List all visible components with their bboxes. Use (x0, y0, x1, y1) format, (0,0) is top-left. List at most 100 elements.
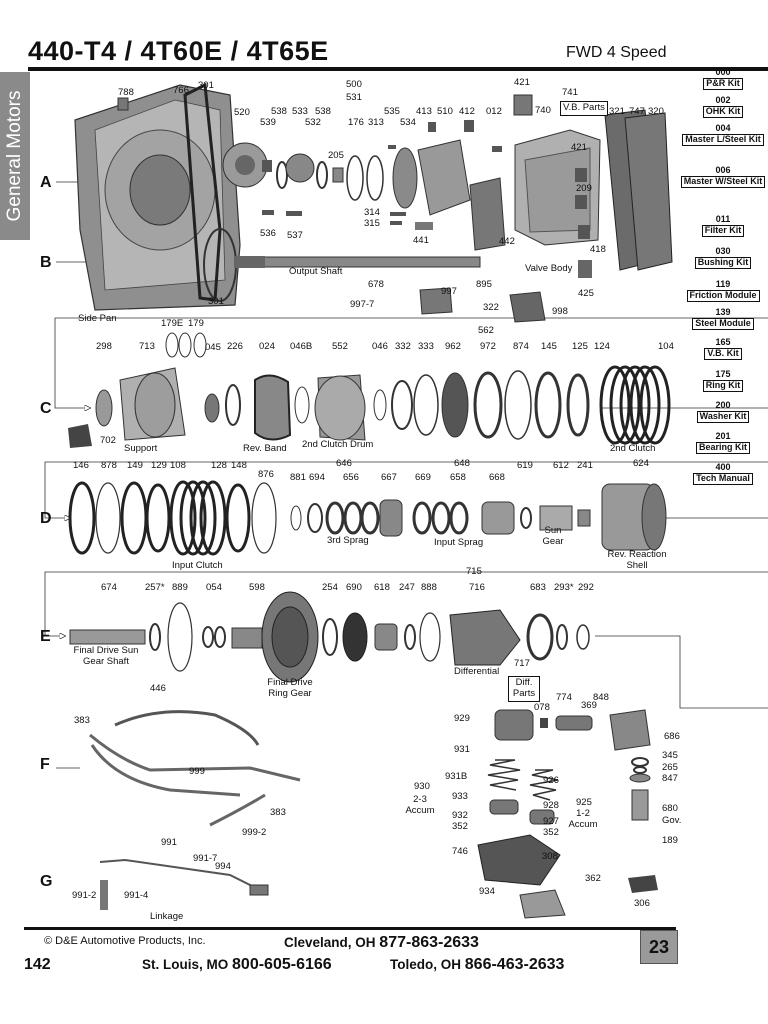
callout-598: 598 (249, 582, 265, 593)
callout-747: 747 (629, 106, 645, 117)
callout-333: 333 (418, 341, 434, 352)
callout-322: 322 (483, 302, 499, 313)
kit-code: 002 (715, 95, 731, 105)
callout-715: 715 (466, 566, 482, 577)
callout-539: 539 (260, 117, 276, 128)
kit-label: Washer Kit (696, 410, 750, 423)
side-tab: General Motors (0, 72, 30, 240)
callout-678: 678 (368, 279, 384, 290)
final-sun-shaft-674 (69, 629, 146, 645)
callout-766: 766 (173, 85, 189, 96)
callout-306: 306 (634, 898, 650, 909)
sprocket-534 (392, 147, 418, 209)
callout-442: 442 (499, 236, 515, 247)
callout-881: 881 (290, 472, 306, 483)
callout-301b: 301 (208, 296, 224, 307)
bracket-306 (628, 875, 658, 893)
toledo-phone: 866-463-2633 (464, 956, 565, 973)
kit-code: 004 (715, 123, 731, 133)
differential-caption: Differential (454, 666, 500, 677)
page-box: 23 (640, 930, 678, 964)
output-shaft-caption: Output Shaft (289, 266, 343, 277)
callout-740: 740 (535, 105, 551, 116)
callout-418: 418 (590, 244, 606, 255)
row-e-parts (69, 591, 590, 683)
callout-889: 889 (172, 582, 188, 593)
side-pan-caption: Side Pan (78, 313, 117, 324)
callout-332: 332 (395, 341, 411, 352)
callout-129: 129 (151, 460, 167, 471)
kit-code: 030 (715, 246, 731, 256)
callout-930: 930 (414, 781, 430, 792)
row-g-parts (99, 858, 269, 910)
callout-241: 241 (577, 460, 593, 471)
callout-874: 874 (513, 341, 529, 352)
row-d-parts (68, 480, 667, 556)
callout-510: 510 (437, 106, 453, 117)
callout-298: 298 (96, 341, 112, 352)
callout-646: 646 (336, 458, 352, 469)
callout-176: 176 (348, 117, 364, 128)
row-letter-d: D (40, 510, 52, 527)
callout-788: 788 (118, 87, 134, 98)
callout-320: 320 (648, 106, 664, 117)
callout-205: 205 (328, 150, 344, 161)
callout-667: 667 (381, 472, 397, 483)
clutch2-caption: 2nd Clutch (610, 443, 656, 454)
callout-999-2: 999-2 (242, 827, 267, 838)
footer-rule (24, 927, 676, 930)
governor-686 (609, 709, 651, 751)
rotor-533 (285, 153, 315, 183)
kit-label: Filter Kit (701, 224, 745, 237)
clutch2-drum-caption: 2nd Clutch Drum (302, 439, 374, 450)
callout-179E: 179E (161, 318, 184, 329)
callout-658: 658 (450, 472, 466, 483)
rev-band-024 (254, 374, 292, 441)
callout-934: 934 (479, 886, 495, 897)
kit-label: Tech Manual (693, 472, 753, 485)
callout-998: 998 (552, 306, 568, 317)
callout-888: 888 (421, 582, 437, 593)
callout-562: 562 (478, 325, 494, 336)
kit-label: Master L/Steel Kit (682, 133, 764, 146)
row-f-parts (89, 709, 658, 919)
cleveland-phone: 877-863-2633 (379, 934, 479, 951)
flow-lines (44, 181, 768, 769)
page-subtitle: FWD 4 Speed (566, 44, 667, 61)
output-shaft (234, 256, 481, 268)
callout-247: 247 (399, 582, 415, 593)
cover-934 (477, 834, 561, 886)
callout-531: 531 (346, 92, 362, 103)
callout-716: 716 (469, 582, 485, 593)
callout-024: 024 (259, 341, 275, 352)
callout-926: 926 (543, 775, 559, 786)
callout-536: 536 (260, 228, 276, 239)
kit-label: Master W/Steel Kit (680, 175, 766, 188)
callout-532: 532 (305, 117, 321, 128)
kit-label: V.B. Kit (704, 347, 742, 360)
callout-254: 254 (322, 582, 338, 593)
callout-179: 179 (188, 318, 204, 329)
row-letter-a: A (40, 174, 52, 191)
callout-124: 124 (594, 341, 610, 352)
callout-383a: 383 (74, 715, 90, 726)
kit-code: 011 (715, 214, 731, 224)
callout-369: 369 (581, 700, 597, 711)
callout-876: 876 (258, 469, 274, 480)
callout-933: 933 (452, 791, 468, 802)
valve-housing-510 (417, 139, 471, 216)
kit-code: 200 (715, 400, 731, 410)
callout-226: 226 (227, 341, 243, 352)
callout-991-4: 991-4 (124, 890, 149, 901)
row-c-parts (68, 332, 671, 448)
callout-668: 668 (489, 472, 505, 483)
callout-847: 847 (662, 773, 678, 784)
row-b-parts (203, 228, 546, 323)
rev-reaction-caption: Rev. Reaction Shell (607, 549, 667, 571)
callout-315: 315 (364, 218, 380, 229)
callout-045: 045 (205, 342, 221, 353)
callout-314: 314 (364, 207, 380, 218)
kit-code: 400 (715, 462, 731, 472)
filter-702 (68, 424, 92, 448)
